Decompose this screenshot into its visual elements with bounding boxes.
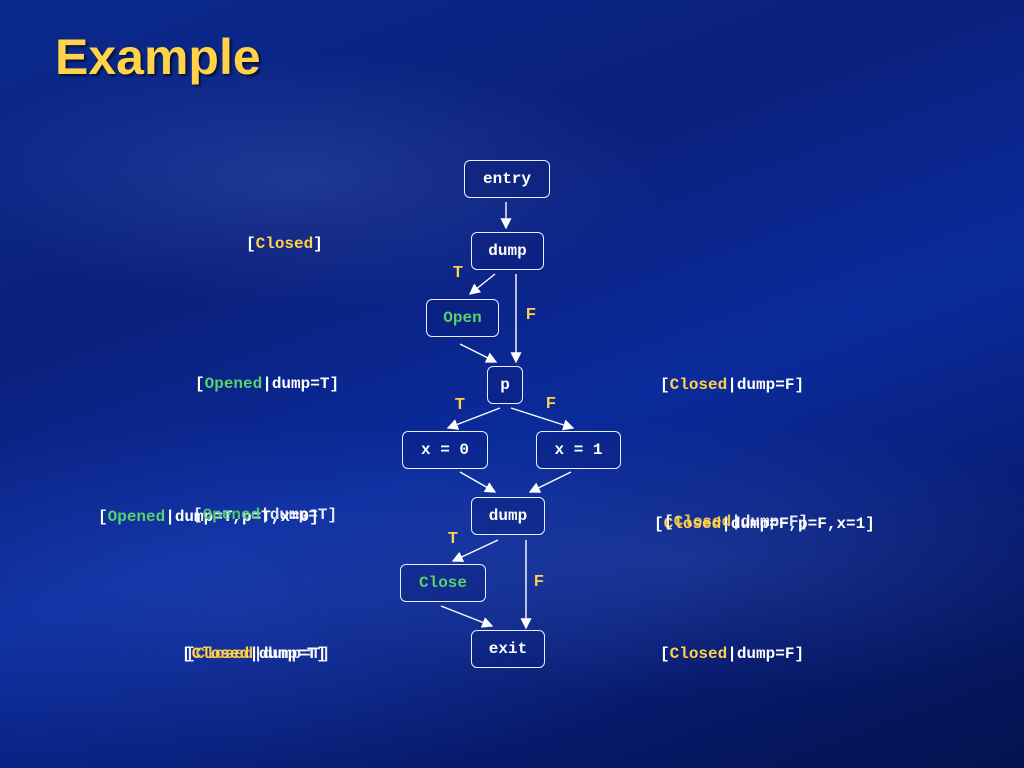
state-annotation-1: [Closed] bbox=[246, 235, 323, 253]
node-exit: exit bbox=[471, 630, 545, 668]
state-annotation-3: [Closed|dump=F] bbox=[660, 376, 805, 394]
state-annotation-6a: [Closed|dump=T] bbox=[182, 645, 327, 663]
edge-label-dump2-false: F bbox=[534, 573, 544, 590]
node-x-1: x = 1 bbox=[536, 431, 621, 469]
state-annotation-7: [Closed|dump=F] bbox=[660, 645, 805, 663]
edge-label-p-true: T bbox=[455, 396, 465, 413]
edge-x1-dump bbox=[528, 471, 572, 493]
node-open: Open bbox=[426, 299, 499, 337]
state-annotation-5a: [Closed|dump=F,p=F,x=1] bbox=[654, 515, 875, 533]
node-close: Close bbox=[400, 564, 486, 602]
edge-label-dump2-true: T bbox=[448, 530, 458, 547]
edge-label-dump1-true: T bbox=[453, 264, 463, 281]
state-annotation-4a: [Opened|dump=T,p=T,x=0] bbox=[98, 508, 319, 526]
edge-p-x0 bbox=[446, 407, 501, 430]
edge-dump-close bbox=[451, 539, 499, 562]
node-dump-1: dump bbox=[471, 232, 544, 270]
edge-dump-open bbox=[468, 273, 496, 295]
state-annotation-4b: [Opened|dump=T] bbox=[193, 506, 338, 524]
edge-open-p bbox=[459, 343, 498, 363]
node-p: p bbox=[487, 366, 523, 404]
node-dump-2: dump bbox=[471, 497, 545, 535]
state-annotation-2: [Opened|dump=T] bbox=[195, 375, 340, 393]
node-x-0: x = 0 bbox=[402, 431, 488, 469]
node-entry: entry bbox=[464, 160, 550, 198]
state-annotation-6b: [Closed|dump=T] bbox=[186, 645, 331, 663]
edge-label-dump1-false: F bbox=[526, 306, 536, 323]
state-annotation-5b: [Closed|dump=F] bbox=[664, 513, 809, 531]
edge-close-exit bbox=[440, 605, 494, 628]
edge-x0-dump bbox=[459, 471, 497, 493]
edge-label-p-false: F bbox=[546, 395, 556, 412]
slide-title: Example bbox=[55, 29, 261, 85]
edge-p-x1 bbox=[510, 407, 575, 431]
